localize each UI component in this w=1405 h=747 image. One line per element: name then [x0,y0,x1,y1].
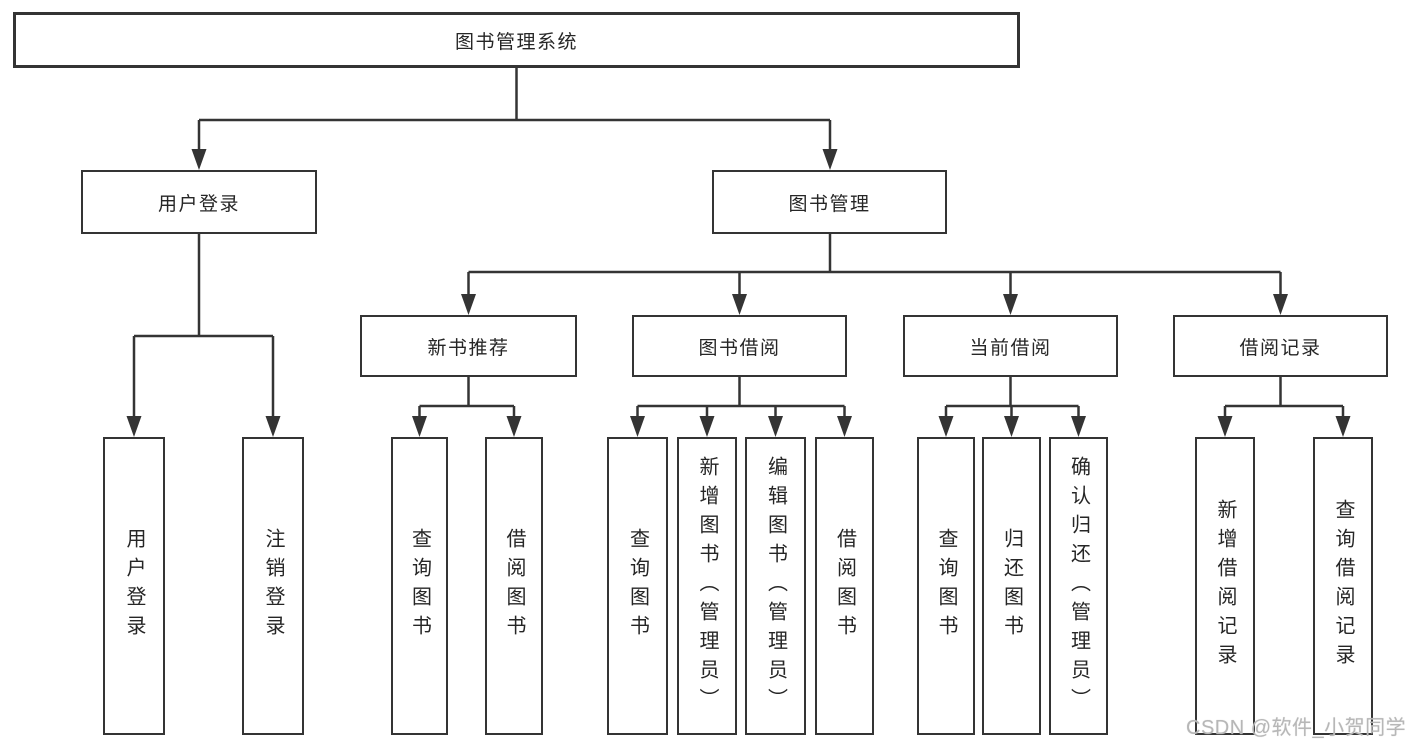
arrowhead-down-icon [191,149,207,170]
arrowhead-down-icon [938,416,954,437]
node-label: 当前借阅 [969,337,1052,359]
node-book-borrow: 图书借阅 [632,315,847,377]
node-leaf-logout: 注销登录 [242,437,304,735]
node-label: 新书推荐 [427,337,510,359]
node-label: 新增图书（管理员） [696,455,718,717]
node-book-management-module: 图书管理 [712,170,947,234]
node-user-login-module: 用户登录 [81,170,317,234]
node-label: 查询图书 [626,528,649,644]
node-leaf-add-borrow-record: 新增借阅记录 [1195,437,1255,735]
node-label: 确认归还（管理员） [1067,455,1090,717]
node-leaf-edit-book-admin: 编辑图书（管理员） [745,437,806,735]
arrowhead-down-icon [1004,416,1019,437]
csdn-watermark: CSDN @软件_小贺同学 [1186,717,1405,739]
arrowhead-down-icon [506,416,522,437]
node-leaf-user-login: 用户登录 [103,437,165,735]
node-leaf-query-book-1: 查询图书 [391,437,448,735]
node-label: 图书管理系统 [454,31,578,53]
node-label: 注销登录 [262,528,284,644]
arrowhead-down-icon [1335,416,1351,437]
arrowhead-down-icon [126,416,142,437]
arrowhead-down-icon [1273,294,1288,315]
node-leaf-borrow-book-1: 借阅图书 [485,437,543,735]
arrowhead-down-icon [461,294,476,315]
node-leaf-query-book-3: 查询图书 [917,437,975,735]
arrowhead-down-icon [699,416,715,437]
arrowhead-down-icon [732,294,747,315]
node-leaf-add-book-admin: 新增图书（管理员） [677,437,737,735]
node-label: 用户登录 [123,528,145,644]
node-leaf-confirm-return-admin: 确认归还（管理员） [1049,437,1108,735]
node-label: 编辑图书（管理员） [764,455,787,717]
arrowhead-down-icon [630,416,645,437]
node-label: 图书管理 [788,193,871,215]
node-leaf-borrow-book-2: 借阅图书 [815,437,874,735]
node-leaf-return-book: 归还图书 [982,437,1041,735]
node-borrow-records: 借阅记录 [1173,315,1388,377]
node-label: 借阅记录 [1239,337,1322,359]
node-label: 图书借阅 [698,337,781,359]
arrowhead-down-icon [412,416,427,437]
node-label: 查询图书 [935,528,957,644]
node-current-borrow: 当前借阅 [903,315,1118,377]
node-label: 借阅图书 [833,528,856,644]
node-leaf-query-book-2: 查询图书 [607,437,668,735]
node-label: 借阅图书 [503,528,525,644]
node-label: 查询借阅记录 [1332,499,1354,673]
node-label: 新增借阅记录 [1214,499,1236,673]
arrowhead-down-icon [837,416,852,437]
node-new-book-recommend: 新书推荐 [360,315,577,377]
arrowhead-down-icon [1003,294,1018,315]
node-system-root: 图书管理系统 [13,12,1020,68]
arrowhead-down-icon [265,416,281,437]
node-label: 查询图书 [408,528,431,644]
arrowhead-down-icon [768,416,783,437]
arrowhead-down-icon [1071,416,1086,437]
arrowhead-down-icon [822,149,838,170]
node-label: 用户登录 [157,193,240,215]
node-leaf-query-borrow-record: 查询借阅记录 [1313,437,1373,735]
node-label: 归还图书 [1000,528,1023,644]
arrowhead-down-icon [1217,416,1233,437]
